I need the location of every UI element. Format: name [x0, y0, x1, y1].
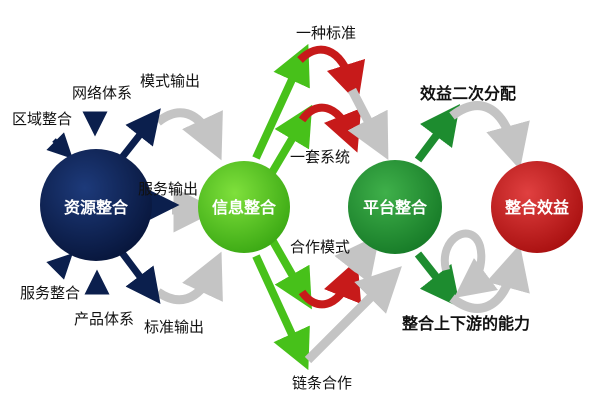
label-coop-mode: 合作模式 — [290, 238, 351, 256]
resource-arrow-down — [117, 247, 161, 304]
label-one-standard: 一种标准 — [296, 24, 357, 42]
label-secondary-distribution: 效益二次分配 — [420, 84, 517, 103]
node-info-label: 信息整合 — [212, 198, 277, 217]
label-one-system: 一套系统 — [290, 148, 351, 166]
gray-arrow-standard-to-platform — [347, 87, 389, 160]
label-network: 网络体系 — [72, 84, 133, 102]
node-benefit-label: 整合效益 — [504, 198, 569, 217]
flow-arrow-resource-to-info-bottom — [155, 251, 223, 305]
node-resource-circle — [40, 149, 152, 261]
resource-arrow-up — [117, 108, 161, 163]
gray-loop-arrow — [440, 229, 499, 299]
label-chain-coop: 链条合作 — [292, 374, 353, 392]
service-in-arrow — [46, 253, 73, 280]
node-resource-label: 资源整合 — [64, 198, 129, 217]
info-arrow-coop — [266, 234, 312, 310]
red-arrow-standard — [297, 45, 366, 104]
info-arrow-chain — [252, 254, 310, 371]
red-arrow-coop — [298, 259, 362, 309]
platform-arrow-down — [414, 251, 461, 308]
label-region: 区域整合 — [12, 110, 73, 128]
label-standard-output: 标准输出 — [144, 318, 205, 336]
label-service-integration: 服务整合 — [20, 284, 81, 302]
gray-arrow-secondary-to-benefit — [449, 101, 530, 170]
node-platform-label: 平台整合 — [363, 198, 428, 217]
info-arrow-system — [266, 104, 313, 179]
node-info-circle — [198, 161, 290, 253]
label-updown-capability: 整合上下游的能力 — [402, 314, 531, 333]
gray-arrow-updown-to-benefit — [449, 244, 530, 313]
gray-arrow-coop-to-platform — [334, 234, 380, 284]
node-platform-circle — [348, 160, 442, 254]
flow-arrow-resource-to-info-top — [155, 108, 223, 161]
label-service-output: 服务输出 — [138, 180, 199, 198]
node-benefit-circle — [491, 161, 583, 253]
label-product: 产品体系 — [74, 310, 135, 328]
region-arrow — [46, 132, 73, 159]
platform-arrow-up — [414, 104, 460, 163]
label-mode-output: 模式输出 — [140, 72, 201, 90]
red-arrow-system — [298, 103, 362, 153]
gray-arrow-chain-to-platform — [304, 266, 402, 364]
